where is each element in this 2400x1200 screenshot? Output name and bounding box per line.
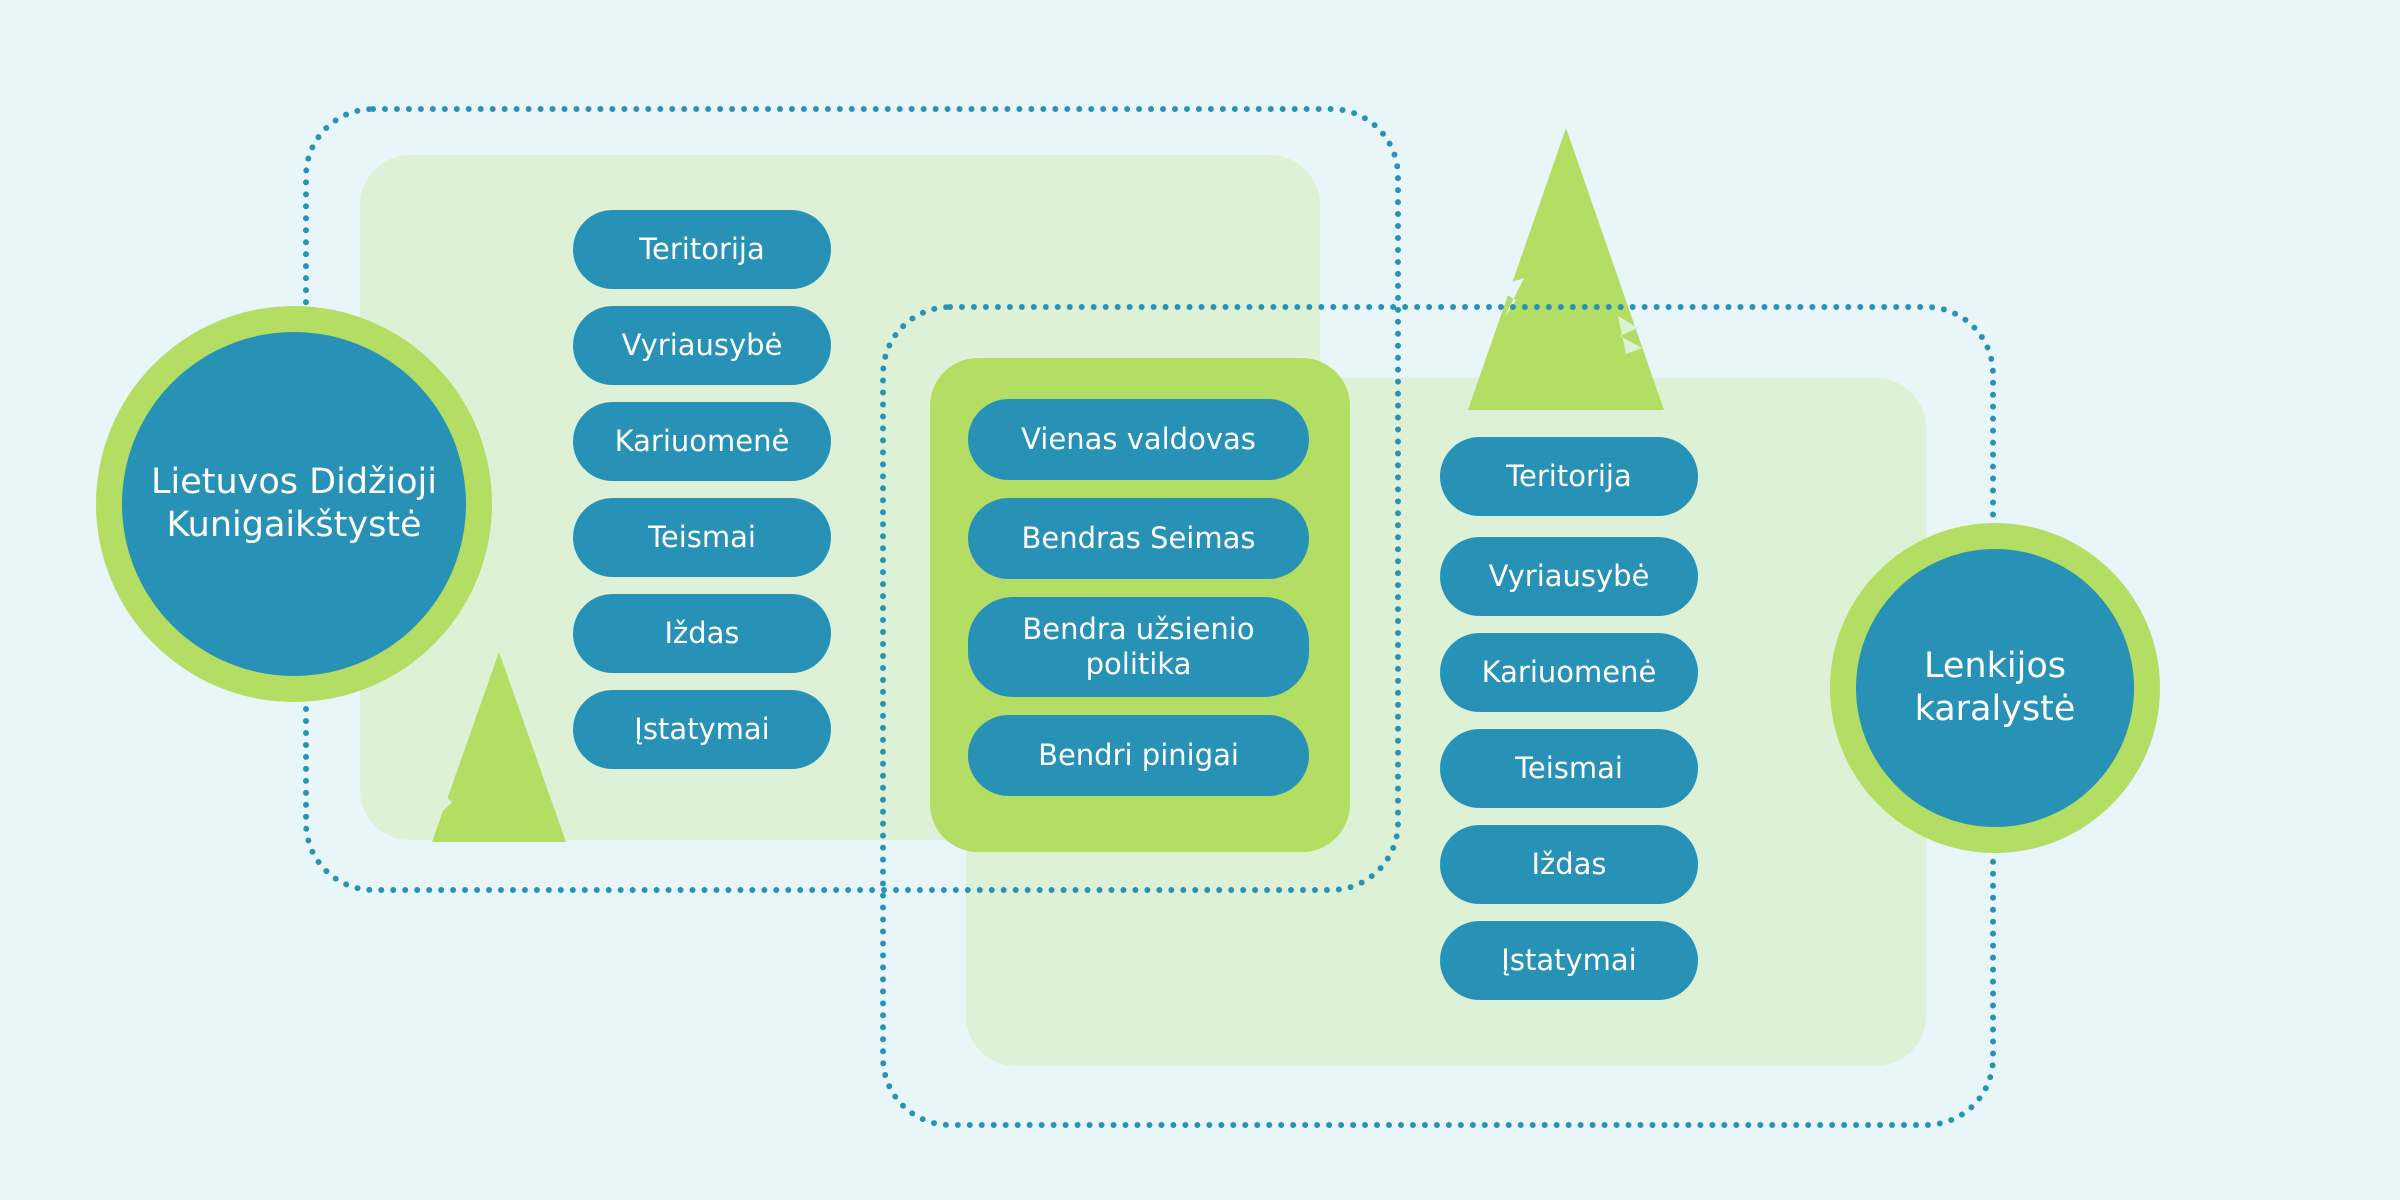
poland-item-izdas: Iždas xyxy=(1440,825,1698,904)
lithuania-circle-core: Lietuvos Didžioji Kunigaikštystė xyxy=(122,332,466,676)
lithuania-item-kariuomene: Kariuomenė xyxy=(573,402,831,481)
tree-icon xyxy=(1468,128,1664,410)
poland-item-teritorija: Teritorija xyxy=(1440,437,1698,516)
poland-title: Lenkijos karalystė xyxy=(1914,646,2076,729)
tree-icon xyxy=(432,652,566,842)
poland-item-vyriausybe: Vyriausybė xyxy=(1440,537,1698,616)
shared-item-bendri-pinigai: Bendri pinigai xyxy=(968,715,1309,796)
lithuania-item-teritorija: Teritorija xyxy=(573,210,831,289)
lithuania-item-istatymai: Įstatymai xyxy=(573,690,831,769)
poland-item-istatymai: Įstatymai xyxy=(1440,921,1698,1000)
shared-item-vienas-valdovas: Vienas valdovas xyxy=(968,399,1309,480)
lithuania-item-izdas: Iždas xyxy=(573,594,831,673)
poland-circle-core: Lenkijos karalystė xyxy=(1856,549,2134,827)
poland-item-kariuomene: Kariuomenė xyxy=(1440,633,1698,712)
lithuania-item-vyriausybe: Vyriausybė xyxy=(573,306,831,385)
shared-item-bendra-uzsienio-politika: Bendra užsienio politika xyxy=(968,597,1309,697)
lithuania-item-teismai: Teismai xyxy=(573,498,831,577)
shared-item-bendras-seimas: Bendras Seimas xyxy=(968,498,1309,579)
lithuania-title: Lietuvos Didžioji Kunigaikštystė xyxy=(151,462,437,545)
poland-item-teismai: Teismai xyxy=(1440,729,1698,808)
